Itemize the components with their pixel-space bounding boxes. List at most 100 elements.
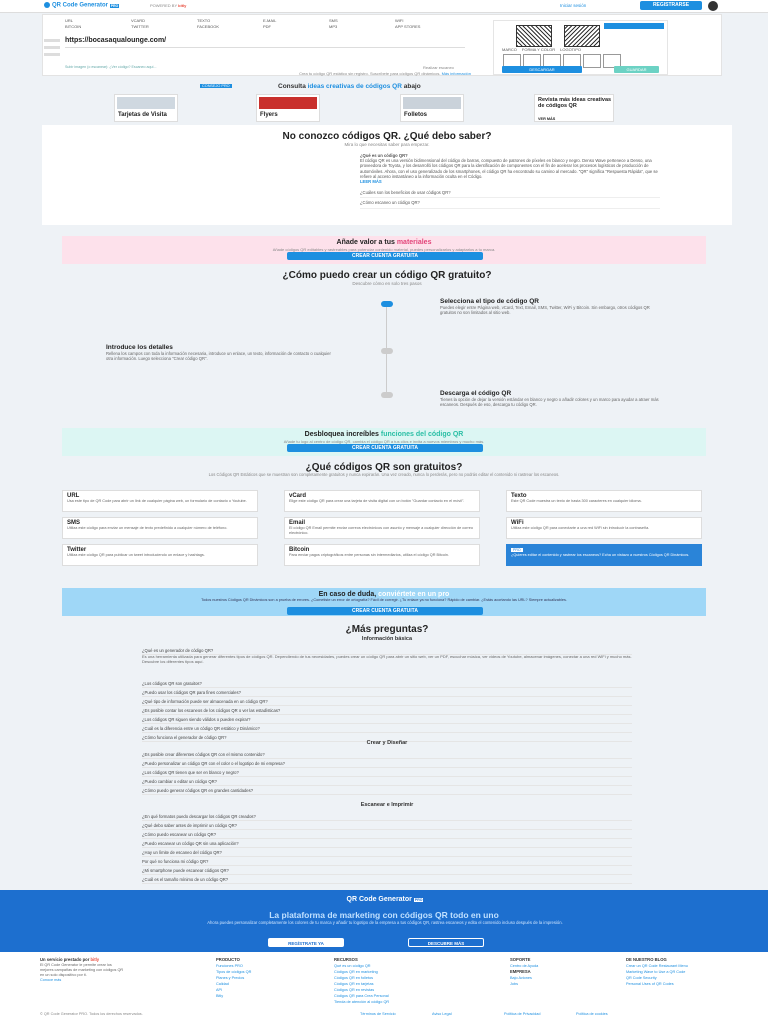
footer-link[interactable]: Tipos de códigos QR bbox=[216, 970, 252, 974]
footer-legal-link[interactable]: Aviso Legal bbox=[432, 1012, 452, 1016]
create-account-button[interactable]: CREAR CUENTA GRATUITA bbox=[287, 607, 483, 615]
footer-link[interactable]: API bbox=[216, 988, 223, 992]
inspiration-card-flyers[interactable]: Flyers bbox=[256, 94, 320, 122]
faq-question[interactable]: ¿Cómo puedo generar códigos QR en grande… bbox=[142, 786, 632, 795]
faq-question[interactable]: ¿Qué debo saber antes de imprimir un cód… bbox=[142, 821, 632, 830]
create-account-button[interactable]: CREAR CUENTA GRATUITA bbox=[287, 252, 483, 260]
frame-tab[interactable]: MARCO bbox=[502, 47, 517, 52]
faq-question[interactable]: ¿Los códigos QR siguen siendo válidos o … bbox=[142, 715, 632, 724]
faq-question[interactable]: ¿Cómo escaneo un código QR? bbox=[360, 198, 660, 209]
frame-option-5[interactable] bbox=[583, 54, 601, 68]
footer-link[interactable]: Crear un QR Code Restaurant Menu bbox=[626, 964, 688, 968]
scan-notice[interactable]: Realizar escaneo bbox=[423, 65, 454, 70]
footer-link[interactable]: Códigos QR en folletos bbox=[334, 976, 374, 980]
faq-question[interactable]: ¿Puedo cambiar o editar un código QR? bbox=[142, 777, 632, 786]
faq-question[interactable]: ¿Cuál es la diferencia entre un código Q… bbox=[142, 724, 632, 733]
footer-learn-more[interactable]: Conoce más bbox=[40, 978, 62, 983]
generator-tab-bitcoin[interactable]: BITCOIN bbox=[65, 24, 82, 29]
side-icon-3[interactable] bbox=[44, 53, 60, 56]
faq-question[interactable]: ¿Cómo funciona el generador de código QR… bbox=[142, 733, 632, 742]
faq-question[interactable]: ¿Los códigos QR tienen que ser en blanco… bbox=[142, 768, 632, 777]
footer-link[interactable]: Códigos QR en revistas bbox=[334, 988, 375, 992]
create-account-button[interactable]: CREAR CUENTA GRATUITA bbox=[287, 444, 483, 452]
see-more-link[interactable]: VER MÁS bbox=[538, 117, 556, 121]
faq-question[interactable]: ¿Hay un límite de escaneo del código QR? bbox=[142, 848, 632, 857]
inspiration-card-business-cards[interactable]: Tarjetas de Visita bbox=[114, 94, 178, 122]
faq-question[interactable]: ¿Puedo usar los códigos QR para fines co… bbox=[142, 688, 632, 697]
side-icon-2[interactable] bbox=[44, 46, 60, 49]
register-now-button[interactable]: REGÍSTRATE YA bbox=[268, 938, 344, 947]
faq-question[interactable]: ¿Cuál es el tamaño mínimo de un código Q… bbox=[142, 875, 632, 884]
generator-tab-facebook[interactable]: FACEBOOK bbox=[197, 24, 220, 29]
generator-tab-texto[interactable]: TEXTO bbox=[197, 18, 211, 23]
logo[interactable]: QR Code Generator PRO bbox=[44, 2, 120, 9]
faq-question[interactable]: ¿Los códigos QR son gratuitos? bbox=[142, 679, 632, 688]
footer-legal-link[interactable]: Política de cookies bbox=[576, 1012, 608, 1016]
generator-tab-wifi[interactable]: WIFI bbox=[395, 18, 404, 23]
generator-tab-mp3[interactable]: MP3 bbox=[329, 24, 338, 29]
footer-link[interactable]: Funciones PRO bbox=[216, 964, 243, 968]
faq-question[interactable]: ¿Es posible contar los escaneos de los c… bbox=[142, 706, 632, 715]
save-button[interactable]: GUARDAR bbox=[614, 66, 659, 73]
generator-tab-pdf[interactable]: PDF bbox=[263, 24, 271, 29]
faq-question[interactable]: ¿En qué formatos puedo descargar los cód… bbox=[142, 812, 632, 821]
footer-link[interactable]: Centro de Ayuda bbox=[510, 964, 539, 968]
generator-tab-twitter[interactable]: TWITTER bbox=[131, 24, 149, 29]
qr-type-desc: Utiliza este código para enviar un mensa… bbox=[67, 526, 228, 530]
footer-legal-link[interactable]: Términos de Servicio bbox=[360, 1012, 396, 1016]
faq-question[interactable]: ¿Puedo escanear un código QR sin una apl… bbox=[142, 839, 632, 848]
faq-question[interactable]: ¿Qué es un generador de código QR? bbox=[142, 646, 632, 655]
url-input[interactable]: https://bocasaqualounge.com/ bbox=[65, 37, 167, 44]
footer-link[interactable]: Bajo Aviones bbox=[510, 976, 532, 980]
faq-question[interactable]: ¿Es posible crear diferentes códigos QR … bbox=[142, 750, 632, 759]
download-button[interactable]: DESCARGAR bbox=[502, 66, 582, 73]
inspiration-card-brochures[interactable]: Folletos bbox=[400, 94, 464, 122]
footer-link[interactable]: Planes y Precios bbox=[216, 976, 245, 980]
footer-link[interactable]: Códigos QR en tarjetas bbox=[334, 982, 374, 986]
faq-question[interactable]: ¿Cómo puedo escanear un código QR? bbox=[142, 830, 632, 839]
footer-link[interactable]: Códigos QR para Crea Personal bbox=[334, 994, 389, 998]
inspiration-card-more[interactable]: Revista más ideas creativas de códigos Q… bbox=[534, 94, 614, 122]
generator-tab-email[interactable]: E-MAIL bbox=[263, 18, 277, 23]
generator-tab-vcard[interactable]: VCARD bbox=[131, 18, 146, 23]
tip-link[interactable]: Más información bbox=[441, 71, 471, 76]
footer-link[interactable]: Marketing Wave to Use a QR Code bbox=[626, 970, 686, 974]
footer-link[interactable]: Qué es un código QR bbox=[334, 964, 371, 968]
menu-icon[interactable] bbox=[708, 1, 718, 11]
footer-legal-link[interactable]: Política de Privacidad bbox=[504, 1012, 541, 1016]
faq-question[interactable]: ¿Qué tipo de información puede ser almac… bbox=[142, 697, 632, 706]
footer-link[interactable]: QR Code Security bbox=[626, 976, 657, 980]
dynamic-codes-card[interactable]: PRO ¿Quieres editar el contenido y rastr… bbox=[506, 544, 702, 566]
faq-question[interactable]: Por qué no funciona mi código QR? bbox=[142, 857, 632, 866]
faq-question[interactable]: ¿Puedo personalizar un código QR con el … bbox=[142, 759, 632, 768]
faq-question[interactable]: ¿Mi smartphone puede escanear códigos QR… bbox=[142, 866, 632, 875]
footer-link[interactable]: Personal Uses of QR Codes bbox=[626, 982, 674, 986]
faq-question[interactable]: ¿Qué es un código QR? bbox=[360, 153, 408, 158]
logo-tab[interactable]: LOGOTIPO bbox=[560, 47, 582, 52]
generator-tab-sms[interactable]: SMS bbox=[329, 18, 338, 23]
frame-option-6[interactable] bbox=[603, 54, 621, 68]
discover-more-button[interactable]: DESCUBRE MÁS bbox=[408, 938, 484, 947]
shape-tab[interactable]: FORMA Y COLOR bbox=[521, 47, 556, 52]
generator-tab-appstores[interactable]: APP STORES bbox=[395, 24, 421, 29]
footer-link[interactable]: Tienda de atención al código QR bbox=[334, 1000, 390, 1004]
read-more-link[interactable]: LEER MÁS bbox=[360, 179, 382, 185]
upload-hint[interactable]: Subir imagen (o escanear): ¿Ver código? … bbox=[65, 65, 157, 69]
faq-question[interactable]: ¿Cuáles son los beneficios de usar códig… bbox=[360, 188, 660, 199]
footer-link[interactable]: Códigos QR en marketing bbox=[334, 970, 378, 974]
side-icon-1[interactable] bbox=[44, 39, 60, 42]
generator-tab-url[interactable]: URL bbox=[65, 18, 74, 23]
footer-link[interactable]: Bitly bbox=[216, 994, 224, 998]
footer-link[interactable]: Calidad bbox=[216, 982, 229, 986]
login-link[interactable]: Iniciar sesión bbox=[560, 3, 587, 8]
register-button[interactable]: REGISTRARSE bbox=[640, 1, 702, 10]
footer-link[interactable]: Jobs bbox=[510, 982, 519, 986]
